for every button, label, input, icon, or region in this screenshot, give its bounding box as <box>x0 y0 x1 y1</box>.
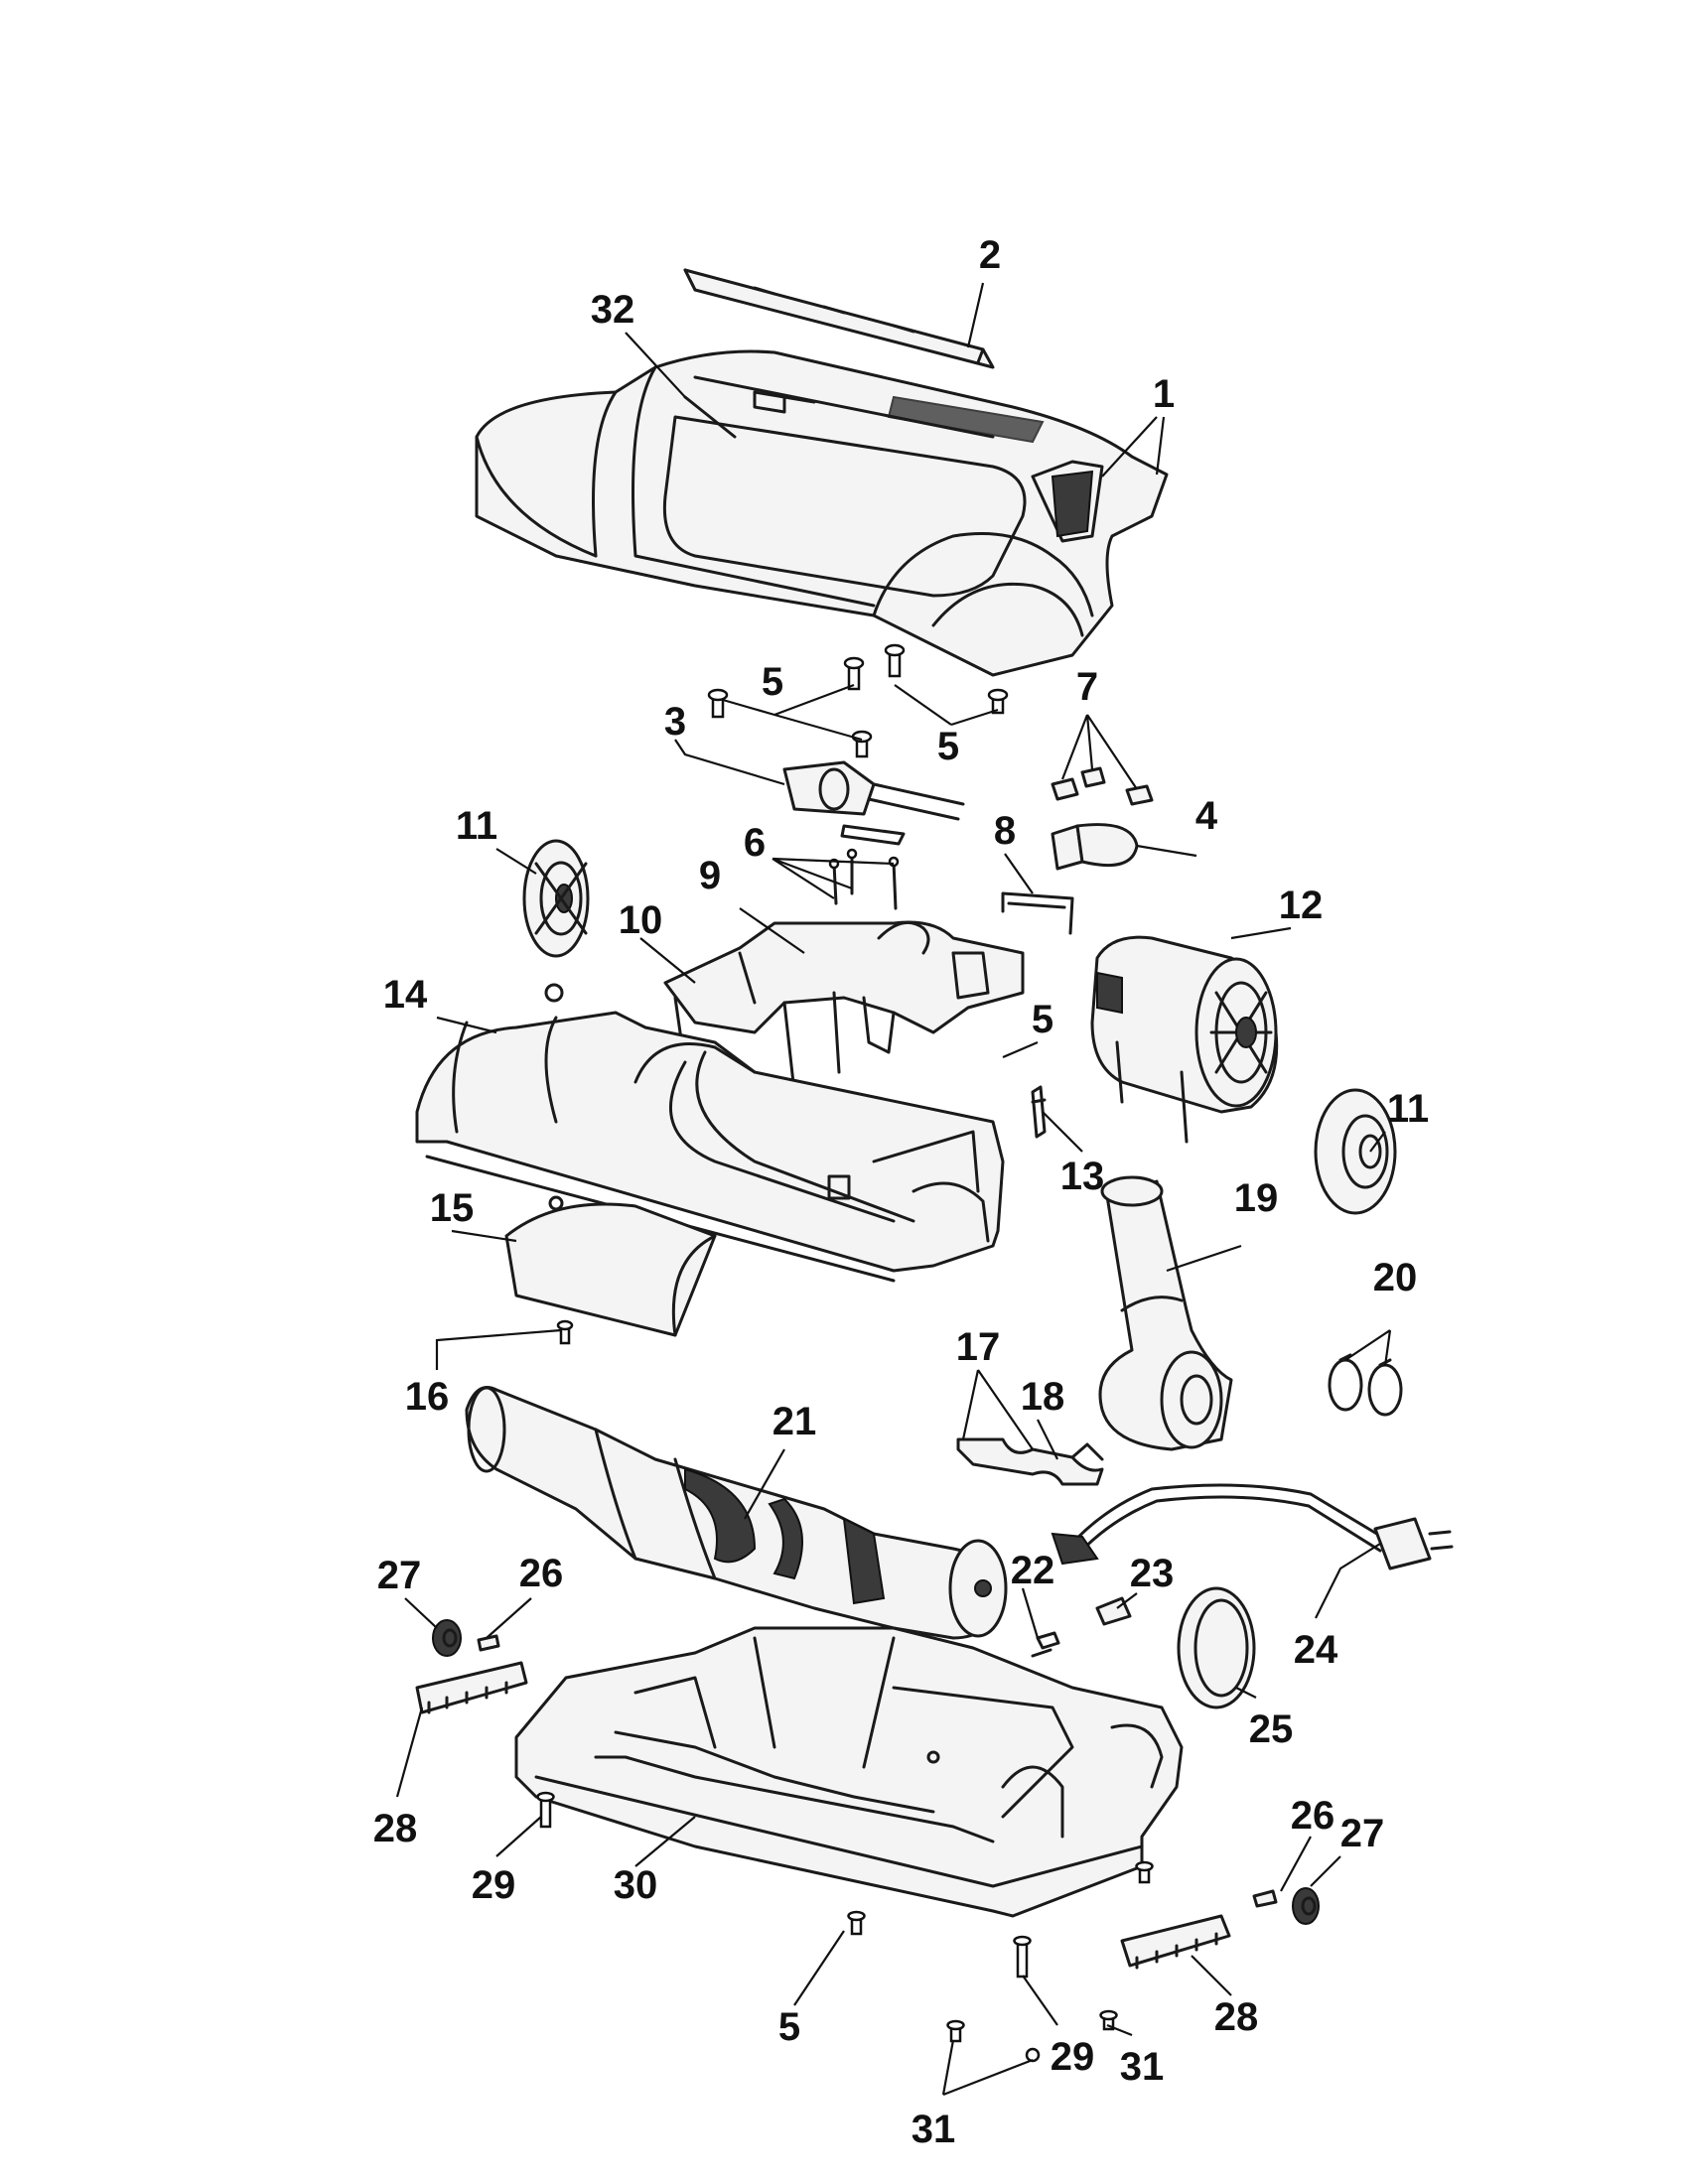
part-11-wheel-left <box>522 839 590 958</box>
part-4-light-bulb <box>1051 823 1139 871</box>
part-6-pins <box>828 848 900 910</box>
screws-bottom <box>536 1791 1154 2063</box>
callout-13: 13 <box>1060 1155 1105 1198</box>
part-25-belt-ring <box>1177 1586 1256 1709</box>
callout-8: 8 <box>994 809 1016 853</box>
part-32-hood-window <box>683 395 737 439</box>
leader-lines <box>395 282 1392 2097</box>
part-26-axle-left <box>477 1634 500 1652</box>
part-7-bulb-holders <box>1051 766 1154 806</box>
callout-labels: 2 32 1 5 5 3 7 4 8 6 11 9 12 10 14 5 11 … <box>373 233 1429 2151</box>
part-24-power-cord <box>1051 1483 1454 1570</box>
callout-11-left: 11 <box>456 804 497 848</box>
screws-group-5-top <box>707 643 1009 758</box>
callout-27-right: 27 <box>1340 1812 1385 1855</box>
part-16-screw <box>556 1319 574 1345</box>
part-15-guard <box>504 1195 717 1337</box>
part-1-hood <box>475 349 1169 677</box>
callout-28-right: 28 <box>1214 1995 1259 2039</box>
part-22-clip <box>1031 1631 1060 1658</box>
part-17-18-brackets <box>956 1437 1104 1486</box>
part-12-motor <box>1090 935 1279 1144</box>
callout-5-top-right: 5 <box>937 725 959 768</box>
callout-10: 10 <box>619 898 663 942</box>
callout-3: 3 <box>664 700 686 744</box>
callout-16: 16 <box>405 1375 450 1419</box>
part-9-10-motor-mount <box>663 920 1025 1094</box>
part-27-wheel-left <box>432 1619 462 1657</box>
callout-4: 4 <box>1195 794 1218 838</box>
callout-1: 1 <box>1153 372 1175 416</box>
part-19-nozzle-elbow <box>1098 1175 1233 1451</box>
callout-20: 20 <box>1373 1256 1418 1299</box>
part-28-brush-strip-left <box>415 1661 528 1714</box>
callout-27-left: 27 <box>377 1554 422 1597</box>
part-8-bracket <box>1001 891 1074 935</box>
part-21-brushroll <box>465 1386 1008 1640</box>
callout-5-bottom: 5 <box>778 2005 800 2049</box>
callout-9: 9 <box>699 854 721 897</box>
callout-23: 23 <box>1130 1552 1175 1595</box>
callout-15: 15 <box>430 1186 475 1230</box>
callout-18: 18 <box>1021 1375 1065 1419</box>
callout-11-right: 11 <box>1387 1087 1429 1131</box>
callout-24: 24 <box>1294 1628 1338 1672</box>
callout-31-right: 31 <box>1120 2045 1165 2089</box>
part-2-top-strip <box>683 268 995 369</box>
callout-29-left: 29 <box>472 1863 516 1907</box>
callout-21: 21 <box>772 1400 817 1443</box>
callout-19: 19 <box>1234 1176 1279 1220</box>
part-26-axle-right <box>1252 1889 1278 1908</box>
callout-30: 30 <box>614 1863 658 1907</box>
callout-14: 14 <box>383 973 428 1017</box>
callout-7: 7 <box>1076 665 1098 709</box>
callout-28-left: 28 <box>373 1807 418 1850</box>
callout-26-left: 26 <box>519 1552 564 1595</box>
callout-6: 6 <box>744 821 766 865</box>
callout-25: 25 <box>1249 1707 1294 1751</box>
callout-5-middle: 5 <box>1032 998 1053 1041</box>
part-3-switch <box>782 760 965 846</box>
callout-26-right: 26 <box>1291 1794 1335 1838</box>
callout-22: 22 <box>1011 1549 1055 1592</box>
part-13-clip <box>1031 1085 1047 1139</box>
callout-17: 17 <box>956 1325 1001 1369</box>
callout-29-right: 29 <box>1051 2035 1095 2079</box>
part-28-brush-strip-right <box>1120 1914 1231 1970</box>
callout-2: 2 <box>979 233 1001 277</box>
part-27-wheel-right <box>1292 1887 1320 1925</box>
callout-12: 12 <box>1279 884 1324 927</box>
callout-5-top-left: 5 <box>762 660 783 704</box>
part-20-clamps <box>1328 1353 1403 1417</box>
callout-31-bottom: 31 <box>912 2108 956 2151</box>
part-11-wheel-right <box>1314 1088 1397 1215</box>
part-30-base-plate <box>514 1626 1184 1918</box>
callout-32: 32 <box>591 288 635 332</box>
